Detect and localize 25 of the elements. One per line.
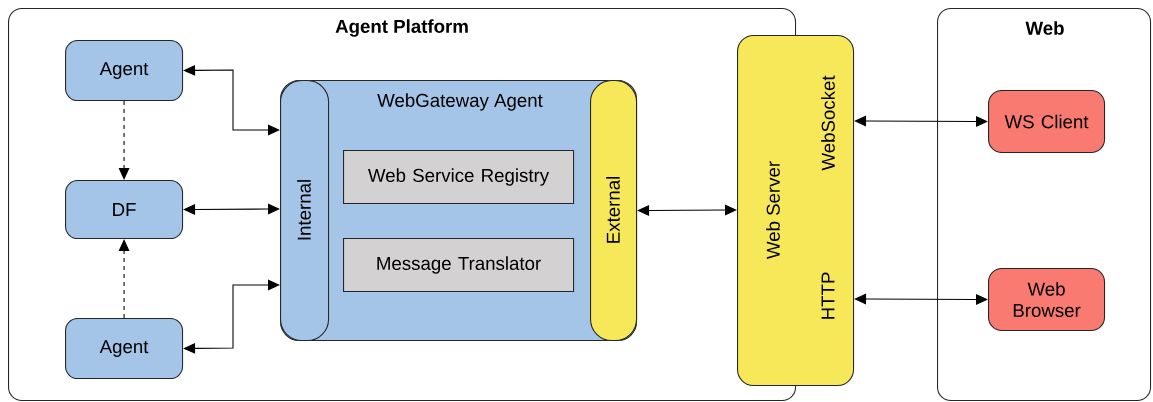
label: Web Server (766, 161, 780, 259)
server-box (737, 35, 855, 387)
label: External (606, 177, 620, 243)
client-box: WS Client (988, 90, 1106, 154)
agent-box: Agent (65, 318, 184, 380)
heading: Web (1025, 21, 1064, 35)
heading: Agent Platform (335, 19, 468, 37)
label: Internal (297, 180, 311, 240)
agent-box: DF (65, 180, 184, 240)
arrow (854, 115, 988, 127)
client-box: Web Browser (988, 268, 1106, 332)
label: HTTP (821, 272, 835, 319)
arrow (183, 203, 280, 215)
interface-band (590, 80, 638, 342)
agent-box: Agent (65, 40, 184, 102)
component-box: Web Service Registry (343, 150, 575, 205)
label: WebSocket (821, 75, 835, 171)
interface-band (280, 80, 330, 342)
arrow (118, 100, 130, 180)
arrow (183, 279, 280, 354)
arrow (118, 239, 130, 319)
arrow (854, 293, 988, 305)
label: WebGateway Agent (377, 93, 543, 111)
component-box: Message Translator (343, 238, 575, 293)
arrow (637, 204, 737, 216)
